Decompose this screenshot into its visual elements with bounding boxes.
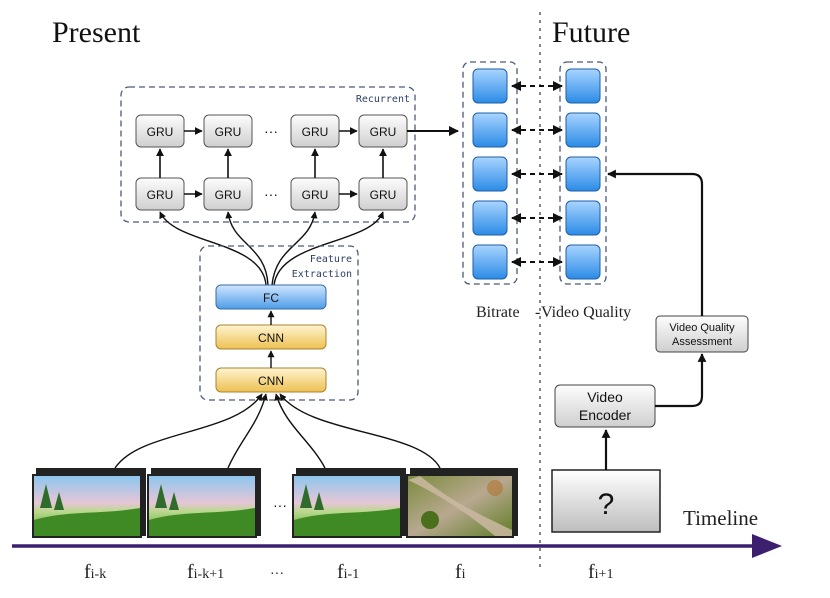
assessment-to-quality-arrow bbox=[607, 169, 704, 316]
caption-dash: - bbox=[535, 304, 540, 321]
bitrate-cell bbox=[472, 68, 508, 104]
cnn-layer-top: CNN bbox=[215, 324, 327, 350]
gru-label: GRU bbox=[215, 125, 242, 139]
video-quality-assessment: Video Quality Assessment bbox=[655, 315, 749, 353]
bitrate-cell bbox=[472, 156, 508, 192]
gru-bottom-4: GRU bbox=[358, 177, 408, 211]
tick-f-i-k: fi-k bbox=[84, 561, 106, 583]
encoder-to-assessment-arrow bbox=[655, 353, 707, 408]
quality-cell bbox=[565, 68, 601, 104]
fc-layer: FC bbox=[215, 284, 327, 310]
timeline-ticks: fi-k fi-k+1 ··· fi-1 fi fi+1 bbox=[84, 561, 613, 583]
cnn-layer-bottom: CNN bbox=[215, 367, 327, 393]
bitrate-cells bbox=[472, 68, 508, 280]
frame-i-k-plus-1 bbox=[147, 468, 261, 538]
gru-ellipsis-top: ··· bbox=[264, 123, 278, 139]
gru-top-1: GRU bbox=[135, 114, 185, 148]
frame-i bbox=[406, 468, 518, 538]
gru-top-4: GRU bbox=[358, 114, 408, 148]
frame-i-1 bbox=[292, 468, 406, 538]
recurrent-label: Recurrent bbox=[356, 94, 410, 105]
quality-cells bbox=[565, 68, 601, 280]
gru-label: GRU bbox=[147, 188, 174, 202]
assessment-line2: Assessment bbox=[672, 336, 732, 348]
quality-cell bbox=[565, 200, 601, 236]
tick-f-i-1: fi-1 bbox=[337, 561, 359, 583]
bitrate-quality-links bbox=[511, 81, 563, 267]
bitrate-cell bbox=[472, 112, 508, 148]
video-quality-caption: Video Quality bbox=[541, 304, 631, 321]
tick-f-i-plus-1: fi+1 bbox=[588, 561, 613, 583]
gru-label: GRU bbox=[302, 188, 329, 202]
bitrate-cell bbox=[472, 244, 508, 280]
tick-f-i: fi bbox=[455, 561, 466, 583]
gru-label: GRU bbox=[147, 125, 174, 139]
assessment-line1: Video Quality bbox=[669, 322, 735, 334]
video-encoder: Video Encoder bbox=[554, 384, 656, 428]
future-heading: Future bbox=[552, 16, 630, 49]
gru-vertical-arrows bbox=[156, 148, 387, 178]
quality-cell bbox=[565, 112, 601, 148]
future-frame-placeholder: ? bbox=[551, 469, 661, 533]
tick-ellipsis: ··· bbox=[270, 567, 284, 582]
frame-i-k bbox=[32, 468, 146, 538]
quality-cell bbox=[565, 156, 601, 192]
tick-f-i-k-plus-1: fi-k+1 bbox=[187, 561, 224, 583]
gru-label: GRU bbox=[215, 188, 242, 202]
gru-bottom-3: GRU bbox=[290, 177, 340, 211]
gru-top-3: GRU bbox=[290, 114, 340, 148]
quality-column-group bbox=[559, 61, 607, 285]
bitrate-cell bbox=[472, 200, 508, 236]
gru-bottom-2: GRU bbox=[203, 177, 253, 211]
gru-top-2: GRU bbox=[203, 114, 253, 148]
video-encoder-line1: Video bbox=[587, 389, 623, 405]
feature-extraction-label-1: Feature bbox=[310, 254, 352, 265]
timeline-label: Timeline bbox=[683, 506, 758, 530]
gru-bottom-1: GRU bbox=[135, 177, 185, 211]
frames-ellipsis: ··· bbox=[273, 497, 287, 513]
gru-label: GRU bbox=[370, 188, 397, 202]
video-encoder-line2: Encoder bbox=[579, 407, 631, 423]
present-heading: Present bbox=[52, 16, 141, 49]
gru-ellipsis-bottom: ··· bbox=[264, 186, 278, 202]
gru-horizontal-arrows bbox=[184, 126, 459, 198]
unknown-frame-mark: ? bbox=[598, 488, 615, 521]
gru-label: GRU bbox=[302, 125, 329, 139]
recurrent-group bbox=[120, 86, 416, 223]
cnn-label: CNN bbox=[258, 374, 284, 388]
bitrate-caption: Bitrate bbox=[476, 304, 520, 321]
frames-to-cnn-arrows bbox=[114, 393, 441, 469]
quality-cell bbox=[565, 244, 601, 280]
cnn-label: CNN bbox=[258, 331, 284, 345]
fc-label: FC bbox=[263, 291, 279, 305]
gru-label: GRU bbox=[370, 125, 397, 139]
timeline-arrowhead bbox=[752, 534, 782, 558]
feature-extraction-label-2: Extraction bbox=[292, 269, 352, 280]
